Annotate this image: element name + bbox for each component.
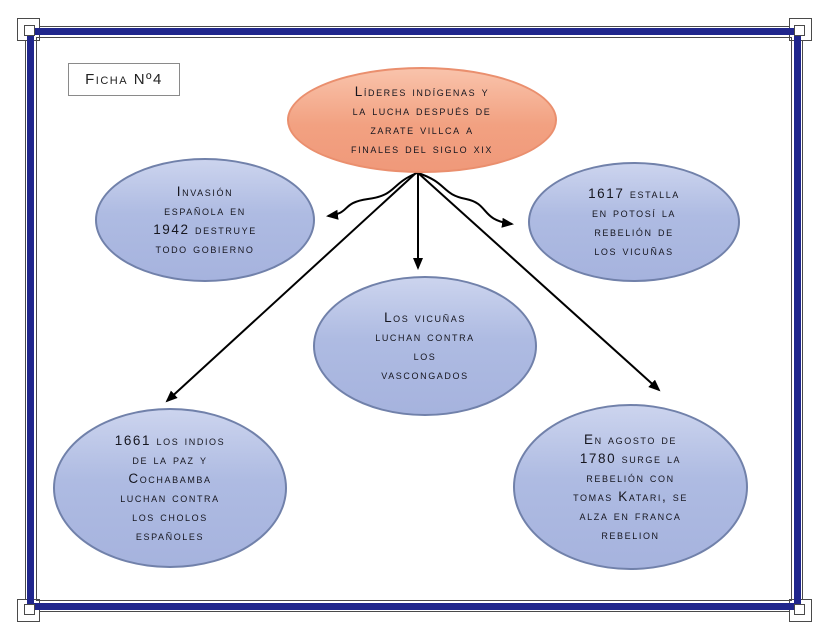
- node-left-text: Invasión española en 1942 destruye todo …: [153, 184, 257, 256]
- node-right-text: 1617 estalla en potosí la rebelión de lo…: [588, 186, 680, 258]
- node-bottom-right-text: En agosto de 1780 surge la rebelión con …: [573, 432, 688, 542]
- node-center-text: Los vicuñas luchan contra los vascongado…: [375, 310, 475, 382]
- node-center-ellipse: Los vicuñas luchan contra los vascongado…: [313, 276, 537, 416]
- ficha-label-text: Ficha Nº4: [85, 71, 163, 88]
- node-left-ellipse: Invasión española en 1942 destruye todo …: [95, 158, 315, 282]
- node-bottom-right-ellipse: En agosto de 1780 surge la rebelión con …: [513, 404, 748, 570]
- node-bottom-left-text: 1661 los indios de la paz y Cochabamba l…: [114, 433, 226, 543]
- node-root-ellipse: Líderes indígenas y la lucha después de …: [287, 67, 557, 173]
- node-root-text: Líderes indígenas y la lucha después de …: [351, 84, 493, 156]
- arrow-root-to-left: [326, 172, 418, 220]
- arrow-root-to-right: [417, 172, 514, 228]
- ficha-label-box: Ficha Nº4: [68, 63, 180, 96]
- node-bottom-left-ellipse: 1661 los indios de la paz y Cochabamba l…: [53, 408, 287, 568]
- node-right-ellipse: 1617 estalla en potosí la rebelión de lo…: [528, 162, 740, 282]
